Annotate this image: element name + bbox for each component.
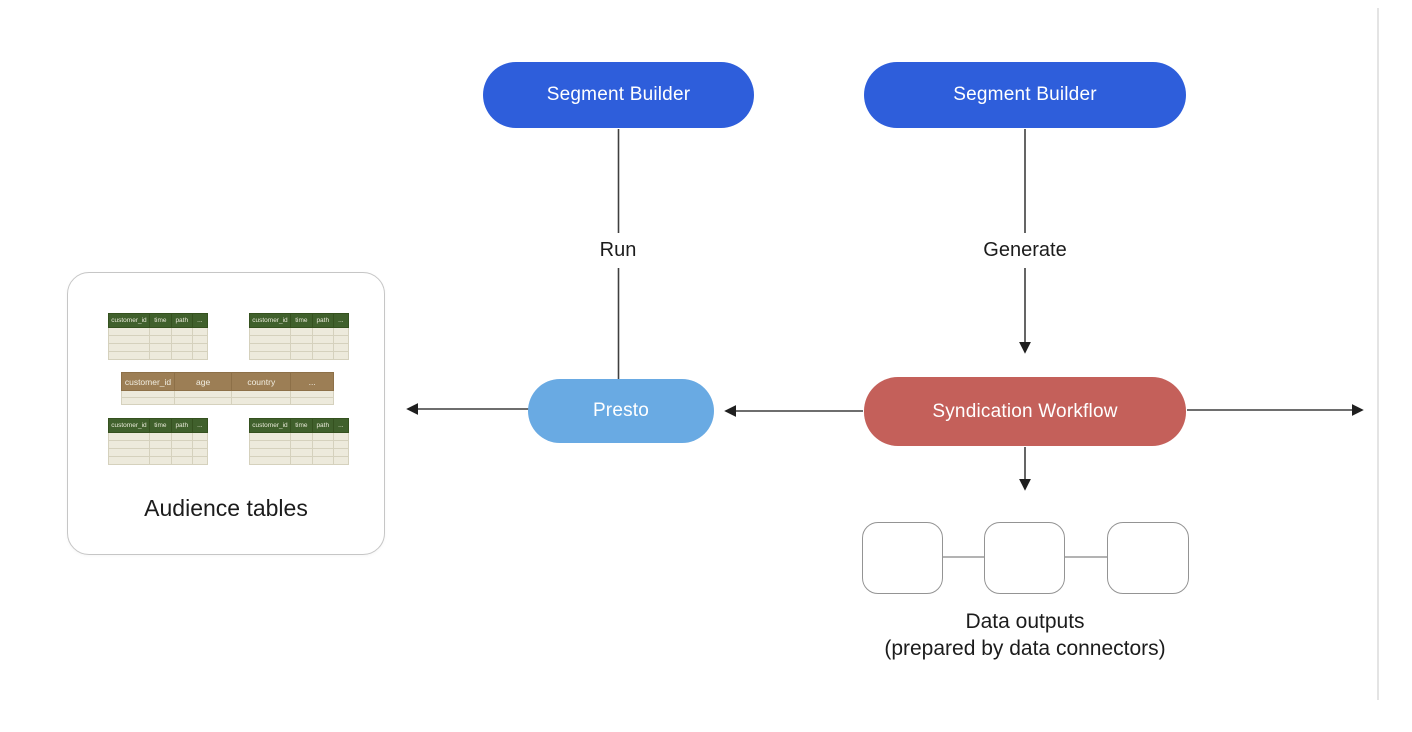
page-edge-line bbox=[1377, 8, 1379, 700]
column-header: path bbox=[311, 313, 334, 328]
data-outputs-caption-line1: Data outputs bbox=[965, 610, 1085, 633]
node-label: Syndication Workflow bbox=[932, 400, 1118, 422]
column-header: ... bbox=[290, 372, 334, 391]
node-segment-builder-right[interactable]: Segment Builder bbox=[864, 62, 1186, 128]
column-header: path bbox=[311, 418, 334, 433]
event-table-bottom-left: customer_id time path ... bbox=[108, 418, 209, 465]
column-header: time bbox=[148, 418, 172, 433]
profile-table: customer_id age country ... bbox=[121, 372, 334, 405]
audience-tables-group: customer_id time path ... customer_id ti… bbox=[67, 272, 385, 555]
data-output-box bbox=[1107, 522, 1189, 594]
node-presto[interactable]: Presto bbox=[528, 379, 714, 443]
data-outputs-caption-line2: (prepared by data connectors) bbox=[884, 637, 1166, 660]
column-header: customer_id bbox=[121, 372, 175, 391]
column-header: customer_id bbox=[108, 313, 150, 328]
event-table-bottom-right: customer_id time path ... bbox=[249, 418, 350, 465]
column-header: path bbox=[170, 313, 193, 328]
node-label: Segment Builder bbox=[953, 84, 1097, 105]
node-label: Presto bbox=[592, 400, 650, 421]
column-header: country bbox=[231, 372, 292, 391]
column-header: ... bbox=[332, 313, 350, 328]
edge-label-run: Run bbox=[599, 239, 637, 261]
column-header: ... bbox=[332, 418, 350, 433]
column-header: customer_id bbox=[108, 418, 150, 433]
node-segment-builder-left[interactable]: Segment Builder bbox=[483, 62, 754, 128]
event-table-top-right: customer_id time path ... bbox=[249, 313, 350, 360]
data-output-box bbox=[984, 522, 1065, 594]
data-outputs-caption: Data outputs (prepared by data connector… bbox=[845, 608, 1205, 662]
column-header: time bbox=[289, 313, 313, 328]
audience-tables-caption: Audience tables bbox=[144, 495, 308, 521]
column-header: ... bbox=[191, 418, 209, 433]
column-header: ... bbox=[191, 313, 209, 328]
column-header: customer_id bbox=[249, 418, 291, 433]
column-header: time bbox=[289, 418, 313, 433]
column-header: customer_id bbox=[249, 313, 291, 328]
column-header: path bbox=[170, 418, 193, 433]
node-syndication-workflow[interactable]: Syndication Workflow bbox=[864, 377, 1186, 446]
event-table-top-left: customer_id time path ... bbox=[108, 313, 209, 360]
column-header: time bbox=[148, 313, 172, 328]
node-label: Segment Builder bbox=[546, 84, 691, 105]
edge-label-generate: Generate bbox=[983, 239, 1067, 261]
data-output-box bbox=[862, 522, 943, 594]
column-header: age bbox=[173, 372, 233, 391]
